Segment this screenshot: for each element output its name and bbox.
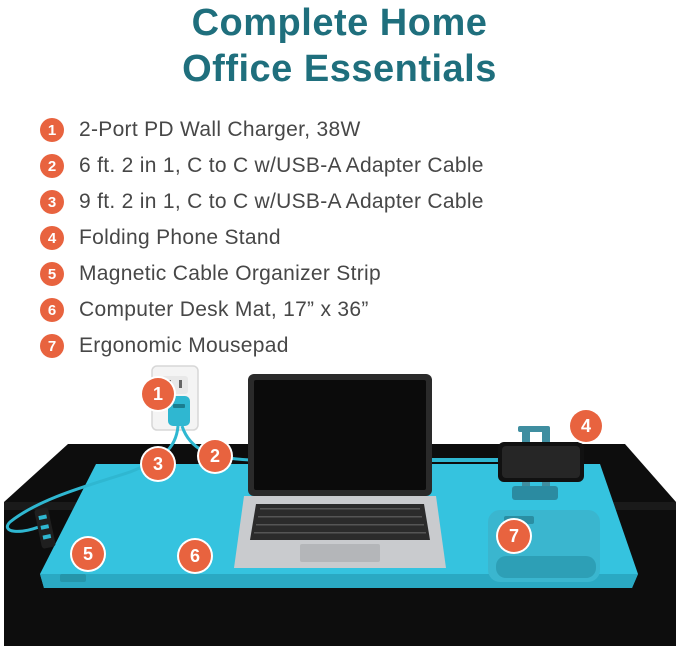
laptop — [234, 374, 446, 568]
callout-badge-3: 3 — [142, 448, 174, 480]
number-badge: 5 — [40, 262, 64, 286]
number-badge: 6 — [40, 298, 64, 322]
list-item: 6 Computer Desk Mat, 17” x 36” — [40, 292, 660, 328]
desk-scene: 1 2 3 4 5 6 7 — [0, 360, 679, 651]
page-title: Complete Home Office Essentials — [0, 0, 679, 92]
list-item: 1 2-Port PD Wall Charger, 38W — [40, 112, 660, 148]
title-line-2: Office Essentials — [182, 48, 497, 90]
list-item: 5 Magnetic Cable Organizer Strip — [40, 256, 660, 292]
callout-badge-1: 1 — [142, 378, 174, 410]
number-badge: 4 — [40, 226, 64, 250]
phone-stand — [498, 426, 584, 500]
number-badge: 2 — [40, 154, 64, 178]
list-item: 4 Folding Phone Stand — [40, 220, 660, 256]
mat-logo-tag — [60, 574, 86, 582]
item-label: 6 ft. 2 in 1, C to C w/USB-A Adapter Cab… — [79, 154, 484, 177]
item-label: 9 ft. 2 in 1, C to C w/USB-A Adapter Cab… — [79, 190, 484, 213]
product-list: 1 2-Port PD Wall Charger, 38W 2 6 ft. 2 … — [40, 112, 660, 364]
list-item: 7 Ergonomic Mousepad — [40, 328, 660, 364]
wall-charger — [168, 396, 190, 426]
item-label: 2-Port PD Wall Charger, 38W — [79, 118, 361, 141]
item-label: Ergonomic Mousepad — [79, 334, 289, 357]
number-badge: 3 — [40, 190, 64, 214]
title-line-1: Complete Home — [191, 2, 488, 44]
callout-badge-4: 4 — [570, 410, 602, 442]
number-badge: 7 — [40, 334, 64, 358]
list-item: 3 9 ft. 2 in 1, C to C w/USB-A Adapter C… — [40, 184, 660, 220]
cable-organizer-strip — [34, 507, 56, 549]
desk-illustration — [4, 365, 676, 646]
item-label: Magnetic Cable Organizer Strip — [79, 262, 381, 285]
item-label: Computer Desk Mat, 17” x 36” — [79, 298, 369, 321]
list-item: 2 6 ft. 2 in 1, C to C w/USB-A Adapter C… — [40, 148, 660, 184]
callout-badge-2: 2 — [199, 440, 231, 472]
number-badge: 1 — [40, 118, 64, 142]
callout-badge-7: 7 — [498, 520, 530, 552]
callout-badge-6: 6 — [179, 540, 211, 572]
callout-badge-5: 5 — [72, 538, 104, 570]
item-label: Folding Phone Stand — [79, 226, 281, 249]
